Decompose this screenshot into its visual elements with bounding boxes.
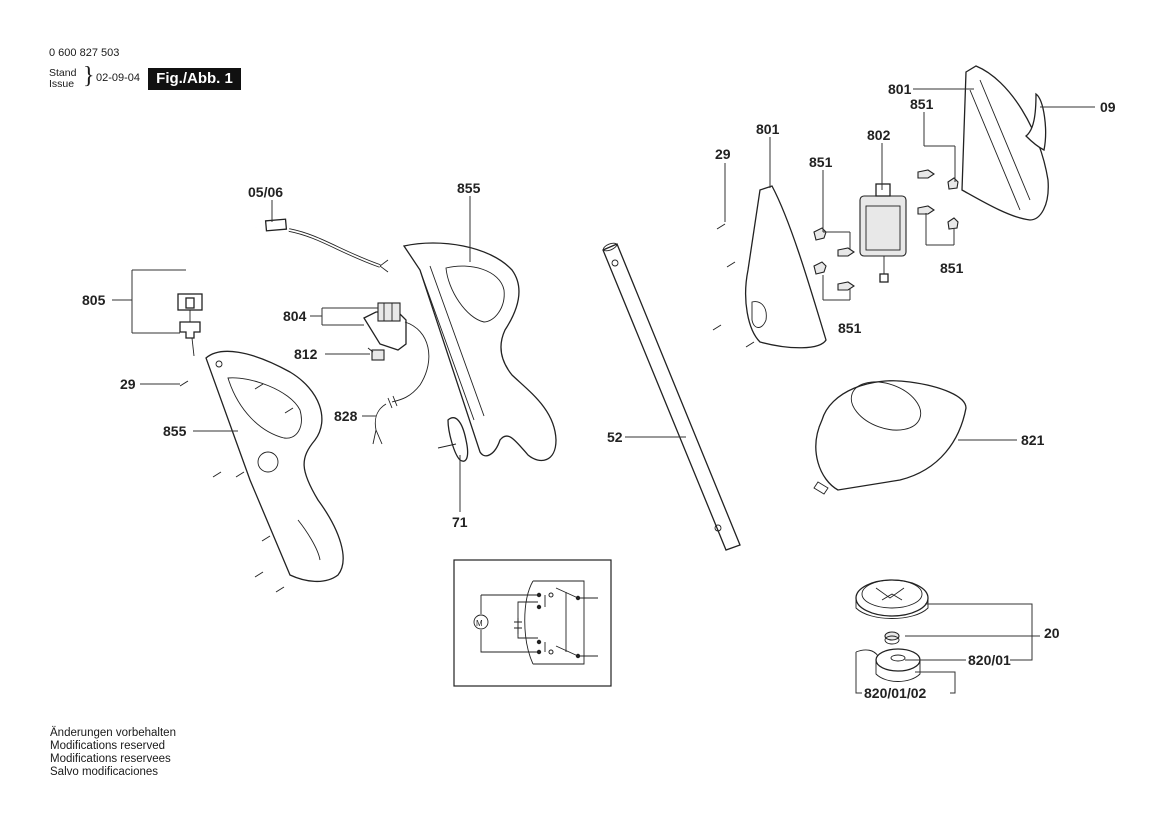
- label-handle-left: 855: [163, 423, 187, 439]
- tube-part: [602, 242, 741, 551]
- label-cable: 05/06: [248, 184, 283, 200]
- label-spool-line: 820/01/02: [864, 685, 926, 701]
- label-tube: 52: [607, 429, 623, 445]
- housing-left-half: [745, 185, 827, 349]
- label-wire: 828: [334, 408, 358, 424]
- motor-symbol-label: M: [476, 619, 483, 628]
- footer-notes: Änderungen vorbehalten Modifications res…: [50, 727, 176, 779]
- switch-part: [363, 302, 407, 351]
- wiring-schematic: M: [453, 559, 612, 687]
- housing-right-half: [961, 65, 1049, 221]
- label-plug-clamp: 805: [82, 292, 106, 308]
- document-number: 0 600 827 503: [49, 47, 120, 59]
- handle-right-half: [402, 242, 557, 462]
- brace-symbol: }: [83, 63, 95, 89]
- label-clip: 71: [452, 514, 468, 530]
- label-spool-kit: 20: [1044, 625, 1060, 641]
- footer-note-es: Salvo modificaciones: [50, 766, 159, 778]
- footer-note-de: Änderungen vorbehalten: [50, 727, 176, 739]
- label-spool: 820/01: [968, 652, 1011, 668]
- label-brush-left-bottom: 851: [838, 320, 862, 336]
- stand-label: Stand: [49, 67, 77, 79]
- capacitor-part: [367, 347, 385, 361]
- label-housing-left: 801: [756, 121, 780, 137]
- footer-note-en: Modifications reserved: [50, 740, 166, 752]
- leader-lines: [112, 88, 1095, 694]
- footer-note-fr: Modifications reservees: [50, 753, 171, 765]
- label-brush-left-top: 851: [809, 154, 833, 170]
- label-brush-top: 851: [910, 96, 934, 112]
- part-labels: 05/06 805 804 812 29 828 855 855 71 52 2…: [82, 81, 1116, 701]
- issue-label: Issue: [49, 78, 75, 90]
- label-capacitor: 812: [294, 346, 318, 362]
- spring-part: [884, 631, 900, 645]
- label-plate-part: [1025, 92, 1047, 151]
- motor-part: [859, 183, 907, 283]
- label-brush-right-bottom: 851: [940, 260, 964, 276]
- clip-part: [437, 417, 469, 462]
- spool-part: [855, 648, 921, 682]
- guard-part: [813, 380, 967, 495]
- plug-clamp: [177, 293, 203, 357]
- figure-badge: Fig./Abb. 1: [148, 68, 241, 90]
- issue-date: 02-09-04: [96, 72, 141, 84]
- label-housing-right: 801: [888, 81, 912, 97]
- stand-issue-label: Stand Issue: [49, 68, 76, 90]
- label-motor: 802: [867, 127, 891, 143]
- screws: [179, 223, 755, 593]
- label-handle-right: 855: [457, 180, 481, 196]
- label-plate: 09: [1100, 99, 1116, 115]
- spool-cap-part: [855, 579, 929, 619]
- wire-part: [372, 321, 430, 445]
- label-screw-right: 29: [715, 146, 731, 162]
- handle-left-half: [205, 350, 344, 583]
- label-guard: 821: [1021, 432, 1045, 448]
- label-screw-left: 29: [120, 376, 136, 392]
- label-switch: 804: [283, 308, 307, 324]
